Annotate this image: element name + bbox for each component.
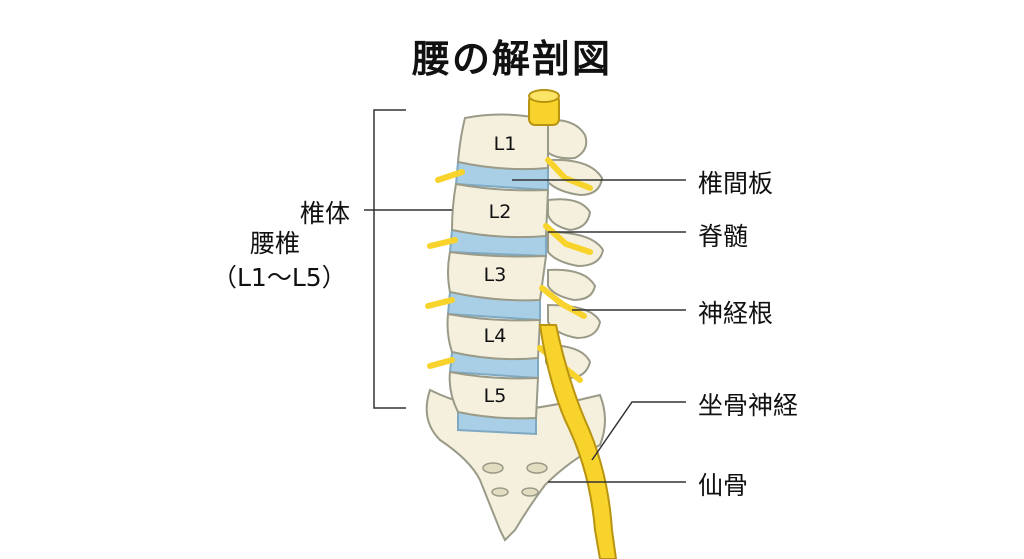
lumbar-bracket xyxy=(373,109,406,409)
sciatic-nerve-shape xyxy=(538,324,618,559)
spinal-cord-top-cap xyxy=(528,89,560,103)
label-intervertebral-disc: 椎間板 xyxy=(698,169,774,198)
vertebra-label-l3: L3 xyxy=(484,264,507,286)
vertebra-body-l1 xyxy=(456,113,549,171)
vertebra-label-l5: L5 xyxy=(484,385,507,407)
sacral-foramen xyxy=(526,462,548,474)
label-lumbar-range: （L1〜L5） xyxy=(212,263,347,292)
vertebra-label-l1: L1 xyxy=(494,133,517,155)
sciatic-leader xyxy=(591,401,686,461)
vertebra-body-l4 xyxy=(446,312,542,361)
label-nerve-root: 神経根 xyxy=(698,299,774,328)
label-vertebral-body: 椎体 xyxy=(300,199,351,228)
sacral-foramen xyxy=(521,487,539,497)
vertebra-label-l4: L4 xyxy=(484,325,507,347)
vertebra-label-l2: L2 xyxy=(489,201,512,223)
label-lumbar-vertebrae: 腰椎 xyxy=(250,229,301,258)
page-title: 腰の解剖図 xyxy=(411,37,612,81)
sacral-foramen xyxy=(491,487,509,497)
vertebral-bodies xyxy=(446,113,550,420)
label-spinal-cord: 脊髄 xyxy=(698,222,749,251)
label-sciatic-nerve: 坐骨神経 xyxy=(698,391,799,420)
label-sacrum: 仙骨 xyxy=(698,471,749,500)
vertebra-body-l3 xyxy=(447,250,548,302)
vertebra-body-l5 xyxy=(448,370,540,420)
vertebra-body-l2 xyxy=(450,182,550,239)
sacral-foramen xyxy=(482,462,504,474)
